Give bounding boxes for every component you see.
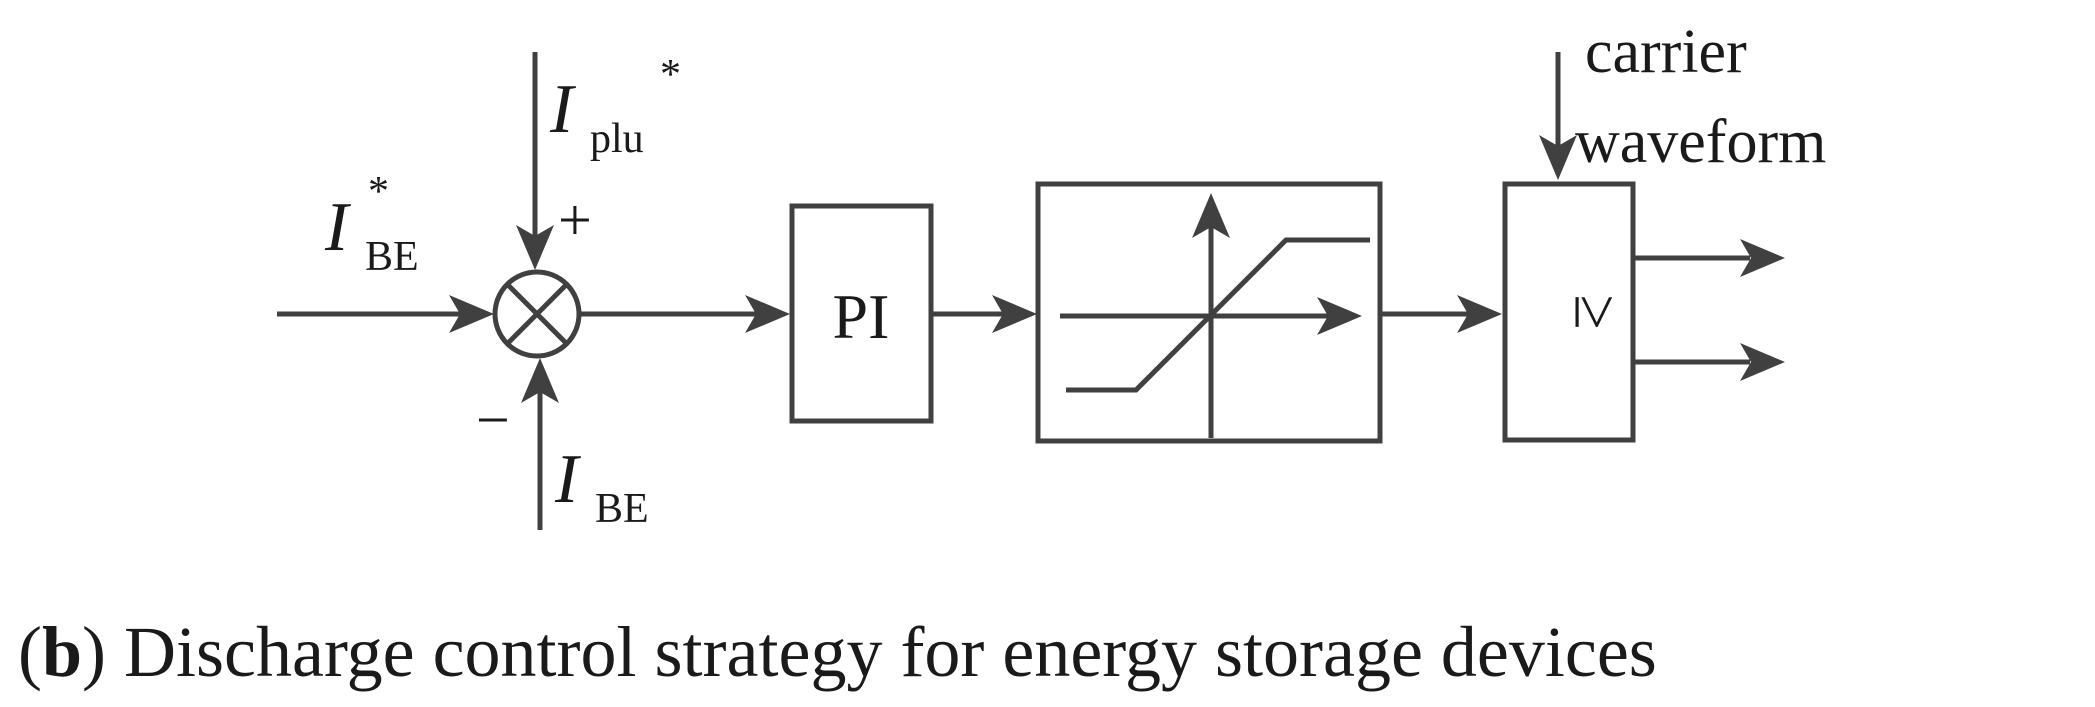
svg-text:I: I (554, 441, 582, 518)
minus-sign: − (476, 387, 510, 453)
saturation-curve (1066, 237, 1370, 393)
svg-text:I: I (324, 189, 352, 266)
arrow-head-ibe-fb (521, 358, 559, 403)
svg-text:BE: BE (595, 486, 649, 532)
svg-text:BE: BE (365, 234, 419, 280)
svg-text:*: * (368, 169, 389, 215)
plus-sign: + (558, 187, 592, 253)
arrow-head-output-2 (1740, 343, 1785, 381)
arrow-head-pi-in (745, 295, 790, 333)
comparator-symbol: ≥ (1561, 294, 1632, 329)
arrow-head-iplu-ref (516, 225, 554, 270)
label-iplu-ref: I plu * (549, 52, 681, 162)
limiter-block (1035, 181, 1383, 444)
svg-text:I: I (549, 71, 577, 148)
pi-label: PI (833, 281, 890, 352)
arrow-head-ibe-ref (449, 295, 494, 333)
figure-caption: (b) Discharge control strategy for energ… (18, 612, 1657, 692)
arrow-head-output-1 (1740, 239, 1785, 277)
svg-text:plu: plu (590, 116, 644, 162)
arrow-head-limiter-in (992, 295, 1037, 333)
carrier-label-line1: carrier (1585, 18, 1747, 86)
label-ibe-fb: I BE (554, 441, 649, 532)
arrow-head-carrier (1539, 135, 1577, 180)
summing-junction (492, 269, 582, 359)
arrow-head-comparator-in (1457, 295, 1502, 333)
label-ibe-ref: I BE * (324, 169, 419, 280)
carrier-label-line2: waveform (1575, 108, 1826, 176)
comparator-block (1502, 181, 1636, 443)
svg-text:*: * (660, 52, 681, 98)
